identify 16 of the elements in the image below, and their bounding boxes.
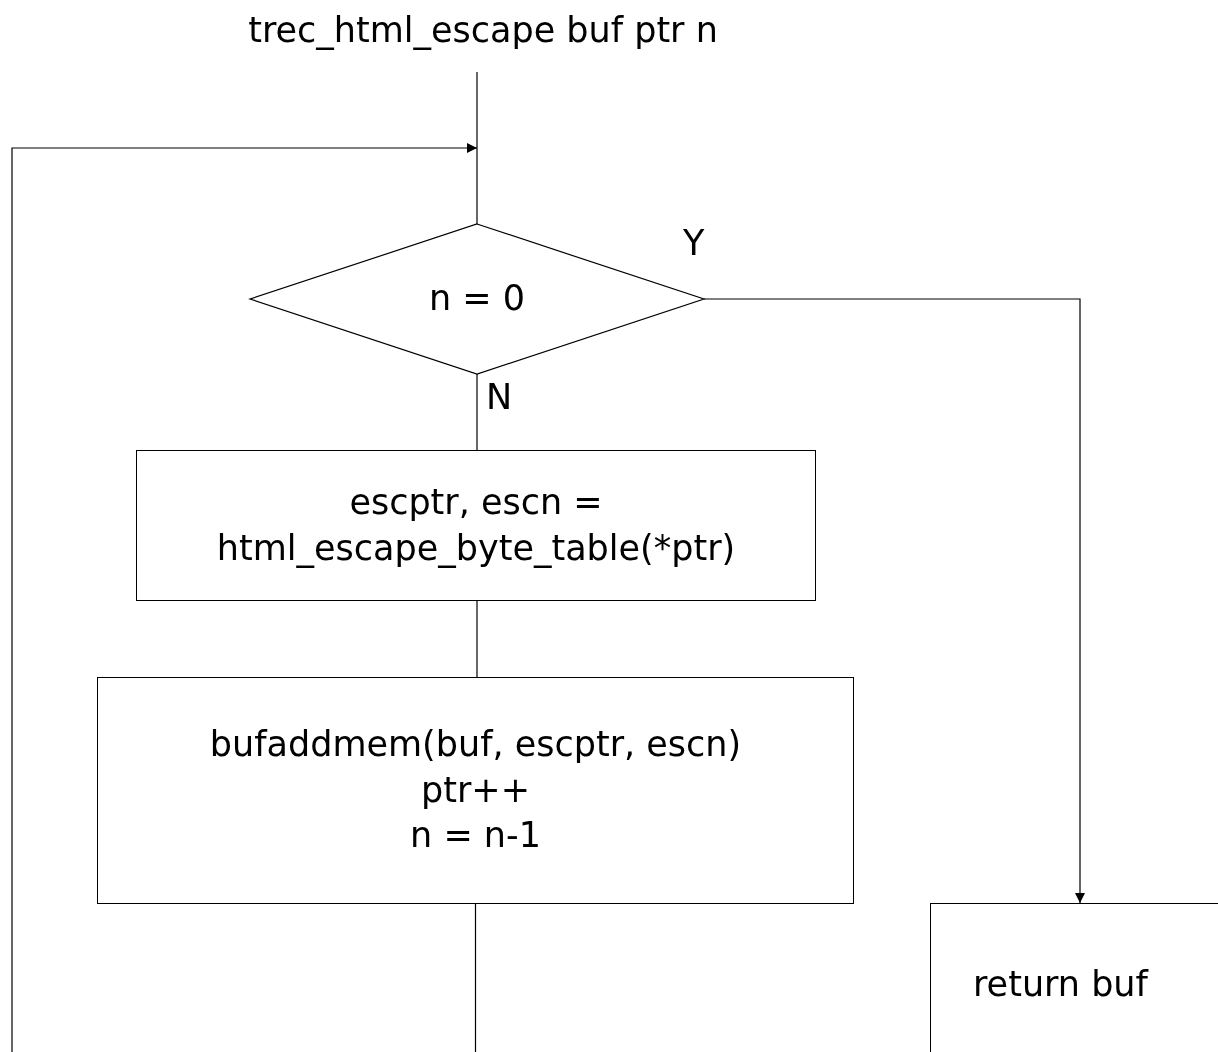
code-text: n = 0 (429, 277, 525, 321)
process-box (136, 450, 816, 601)
arrow (703, 298, 1085, 904)
code-text: escptr, escn = html_escape_byte_table(*ptr) (215, 481, 737, 570)
code-text: n = n-1 (410, 814, 541, 858)
connector-line (476, 600, 478, 678)
arrow (11, 143, 478, 1052)
connector-line (476, 373, 478, 451)
code-text: ptr++ (421, 768, 530, 812)
decision-diamond (250, 224, 704, 374)
function-signature: trec_html_escape buf ptr n (248, 9, 718, 53)
connector-line (476, 71, 478, 225)
terminal-box (930, 903, 1218, 1052)
code-text: bufaddmem(buf, escptr, escn) (209, 723, 742, 767)
process-box (97, 677, 854, 904)
code-text: return buf (973, 963, 1148, 1006)
